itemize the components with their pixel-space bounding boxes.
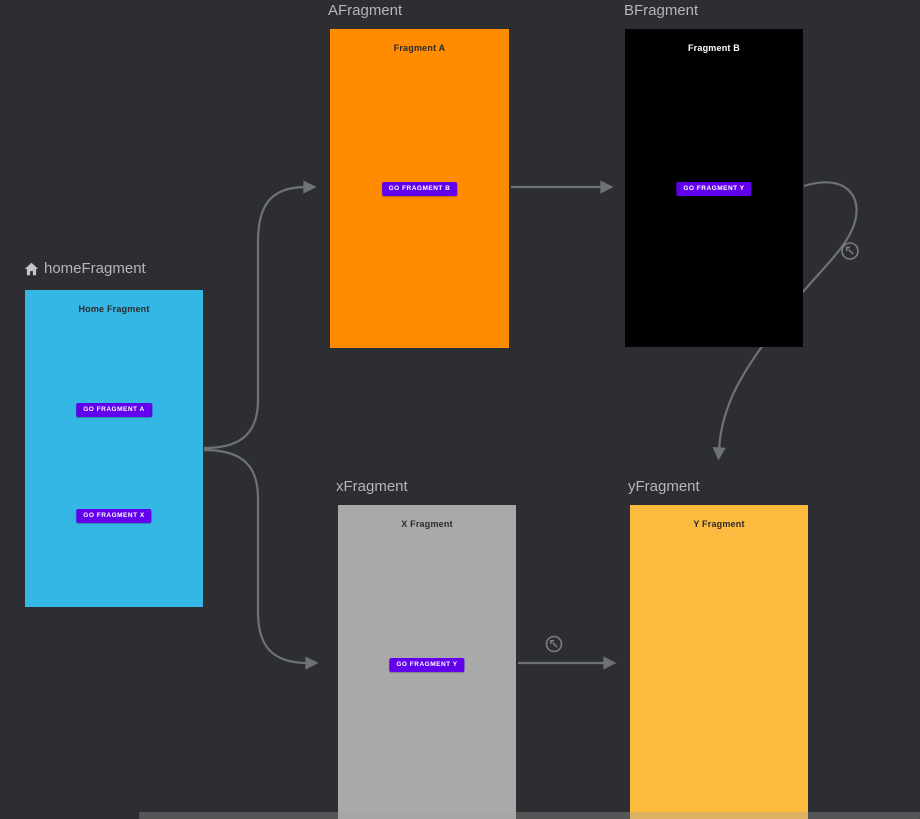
preview-title: X Fragment [401, 519, 453, 529]
fragment-label-homefragment[interactable]: homeFragment [24, 259, 146, 279]
fragment-preview-yfragment[interactable]: Y Fragment [630, 505, 808, 819]
fragment-label-text: homeFragment [44, 260, 146, 277]
action-arrow-home-to-afragment[interactable] [203, 180, 317, 450]
preview-title: Fragment B [687, 43, 740, 53]
pop-action-icon [841, 242, 859, 260]
action-arrow-bfragment-to-yfragment[interactable] [712, 181, 858, 461]
action-xfragment-to-yfragment[interactable] [518, 635, 617, 670]
preview-title: Home Fragment [78, 304, 150, 314]
fragment-label-bfragment[interactable]: BFragment [624, 1, 698, 21]
preview-button-go-fragment-x: GO FRAGMENT X [76, 509, 152, 523]
fragment-label-text: AFragment [328, 2, 403, 19]
preview-button-go-fragment-y: GO FRAGMENT Y [389, 658, 465, 672]
fragment-preview-afragment[interactable]: Fragment A GO FRAGMENT B [330, 29, 509, 348]
fragment-label-text: BFragment [624, 2, 699, 19]
fragment-label-yfragment[interactable]: yFragment [628, 477, 700, 497]
fragment-preview-bfragment[interactable]: Fragment B GO FRAGMENT Y [625, 29, 803, 347]
fragment-label-text: yFragment [628, 478, 700, 495]
start-destination-home-icon [24, 262, 39, 276]
pop-icon-circle [545, 635, 563, 653]
pop-icon-arrow-head [845, 246, 850, 251]
pop-icon-arrow-shaft [552, 642, 558, 648]
pop-icon-arrow-head [550, 640, 554, 644]
preview-button-go-fragment-b: GO FRAGMENT B [381, 182, 458, 196]
pop-action-icon [545, 635, 563, 653]
fragment-preview-xfragment[interactable]: X Fragment GO FRAGMENT Y [338, 505, 516, 819]
preview-button-go-fragment-y: GO FRAGMENT Y [676, 182, 752, 196]
pop-icon-circle [841, 242, 859, 260]
fragment-preview-homefragment[interactable]: Home Fragment GO FRAGMENT A GO FRAGMENT … [25, 290, 203, 607]
preview-title: Y Fragment [693, 519, 745, 529]
preview-title: Fragment A [393, 43, 446, 53]
preview-button-go-fragment-a: GO FRAGMENT A [76, 403, 152, 417]
pop-icon-arrow-shaft [848, 249, 854, 255]
fragment-label-afragment[interactable]: AFragment [328, 1, 402, 21]
horizontal-scrollbar[interactable] [139, 812, 920, 819]
action-bfragment-to-yfragment[interactable] [712, 181, 859, 461]
fragment-label-xfragment[interactable]: xFragment [336, 477, 408, 497]
action-arrow-home-to-xfragment[interactable] [203, 448, 319, 670]
fragment-label-text: xFragment [336, 478, 408, 495]
